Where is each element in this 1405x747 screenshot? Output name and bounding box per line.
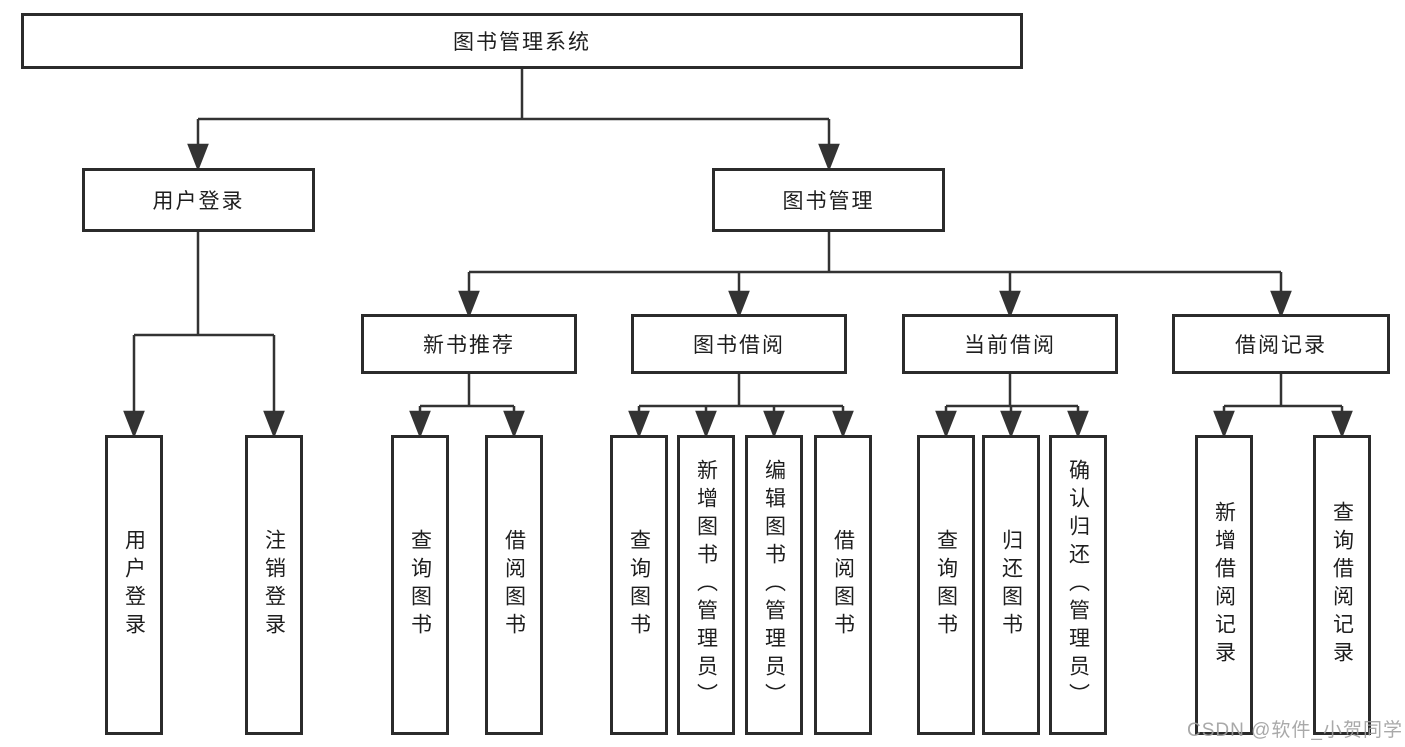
connector-user-login-children (123, 232, 285, 439)
node-book-borrow: 图书借阅 (631, 314, 847, 374)
leaf-borrow-book-1: 借阅图书 (485, 435, 543, 735)
leaf-add-borrow-record: 新增借阅记录 (1195, 435, 1253, 735)
connector-book-borrow-children (628, 374, 854, 439)
leaf-user-login: 用户登录 (105, 435, 163, 735)
leaf-query-book-3: 查询图书 (917, 435, 975, 735)
leaf-confirm-return-admin: 确认归还（管理员） (1049, 435, 1107, 735)
leaf-query-book-2: 查询图书 (610, 435, 668, 735)
leaf-return-book: 归还图书 (982, 435, 1040, 735)
node-new-book-recommend: 新书推荐 (361, 314, 577, 374)
node-borrow-records: 借阅记录 (1172, 314, 1390, 374)
leaf-borrow-book-2: 借阅图书 (814, 435, 872, 735)
leaf-query-book-1: 查询图书 (391, 435, 449, 735)
node-book-management: 图书管理 (712, 168, 945, 232)
connector-new-book-recommend-children (409, 374, 525, 439)
csdn-watermark: CSDN @软件_小贺同学 (1187, 720, 1403, 741)
node-current-borrow: 当前借阅 (902, 314, 1118, 374)
connector-current-borrow-children (935, 374, 1089, 439)
leaf-edit-book-admin: 编辑图书（管理员） (745, 435, 803, 735)
connector-book-management-children (458, 232, 1292, 319)
connector-borrow-records-children (1213, 374, 1353, 439)
node-user-login: 用户登录 (82, 168, 315, 232)
leaf-query-borrow-record: 查询借阅记录 (1313, 435, 1371, 735)
connector-root-to-level2 (187, 69, 840, 172)
leaf-logout: 注销登录 (245, 435, 303, 735)
node-library-system: 图书管理系统 (21, 13, 1023, 69)
leaf-add-book-admin: 新增图书（管理员） (677, 435, 735, 735)
